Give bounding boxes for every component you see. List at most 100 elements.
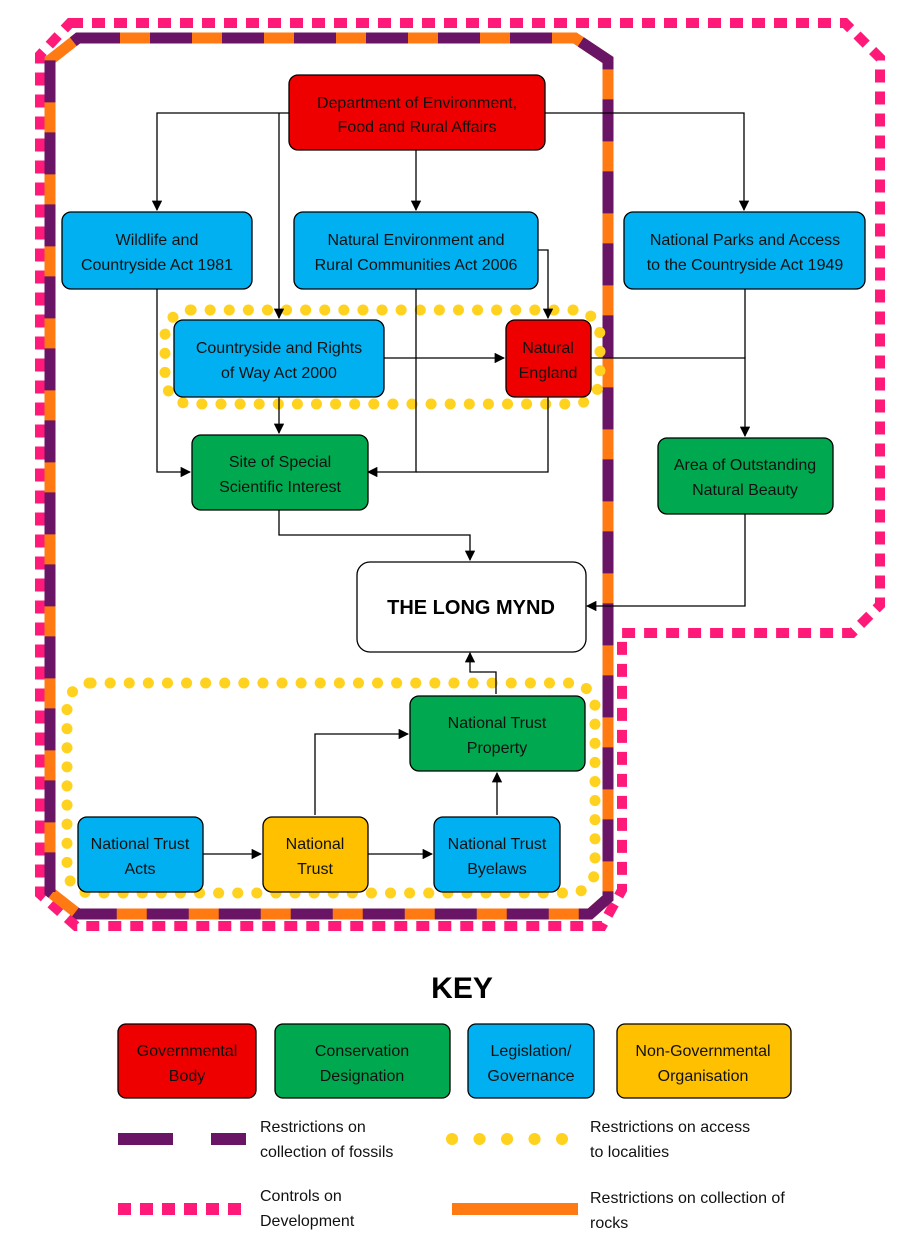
edge-ne-sssi	[416, 397, 549, 473]
key-box-conservation-swatch	[274, 1023, 451, 1099]
key-box-conservation-label-line-1: Conservation	[315, 1043, 409, 1060]
node-ne-box	[505, 319, 592, 398]
legend-development-label-line-2: Development	[260, 1213, 355, 1230]
edge-defra-wca	[151, 112, 289, 212]
node-crow: Countryside and Rights of Way Act 2000	[173, 319, 385, 398]
node-aonb-label-line-2: Natural Beauty	[692, 482, 798, 499]
edge-nt-ntp	[314, 728, 410, 815]
node-crow-label-line-1: Countryside and Rights	[196, 340, 362, 357]
edge-nerc-ne	[538, 249, 554, 320]
svg-text:Legislation/Governance: Legislation/Governance	[487, 1043, 574, 1085]
node-wca-box	[61, 211, 253, 290]
node-wca-label-line-2: Countryside Act 1981	[81, 257, 233, 274]
legend-fossils-label-line-2: collection of fossils	[260, 1144, 393, 1161]
edges	[151, 112, 751, 860]
edge-sssi-lm	[278, 510, 476, 562]
development-boundary	[35, 18, 885, 931]
node-ntb-label-line-1: National Trust	[448, 836, 547, 853]
key-box-legislation: Legislation/Governance	[467, 1023, 595, 1099]
key-box-legislation-label-line-1: Legislation/	[491, 1043, 573, 1060]
key-box-ngo-label-line-2: Organisation	[658, 1068, 749, 1085]
node-defra: Department of Environment, Food and Rural…	[288, 74, 546, 151]
node-npaca-box	[623, 211, 866, 290]
fossils-boundary	[44, 32, 614, 920]
node-crow-label-line-2: of Way Act 2000	[221, 365, 337, 382]
node-aonb-label-line-1: Area of Outstanding	[674, 457, 816, 474]
key-title: KEY	[431, 972, 493, 1005]
edge-ntp-lm	[464, 651, 497, 694]
node-defra-label-line-1: Department of Environment,	[317, 95, 517, 112]
node-npaca: National Parks and Access to the Countrys…	[623, 211, 866, 290]
node-ntp-box	[409, 695, 586, 772]
node-ntb-box	[433, 816, 561, 893]
edge-aonb-lm	[585, 514, 746, 612]
node-lm-label-line-1: THE LONG MYND	[387, 597, 555, 619]
node-npaca-label-line-1: National Parks and Access	[650, 232, 840, 249]
key-box-governmental-label-line-2: Body	[169, 1068, 205, 1085]
node-nerc-box	[293, 211, 539, 290]
key-box-governmental-label-line-1: Governmental	[137, 1043, 238, 1060]
legend-rocks-label-line-1: Restrictions on collection of	[590, 1190, 785, 1207]
key-box-legislation-swatch	[467, 1023, 595, 1099]
edge-defra-npaca	[545, 112, 750, 212]
node-lm-box	[356, 561, 587, 653]
svg-text:Department of Environment,Food: Department of Environment, Food and Rural…	[317, 95, 517, 136]
node-lm: THE LONG MYND	[356, 561, 587, 653]
node-ntp-label-line-1: National Trust	[448, 715, 547, 732]
node-nta-box	[77, 816, 204, 893]
legend-access-label-line-2: to localities	[590, 1144, 669, 1161]
node-sssi-label-line-2: Scientific Interest	[219, 479, 341, 496]
legend-rocks: Restrictions on collection of rocks	[452, 1190, 785, 1232]
node-sssi-label-line-1: Site of Special	[229, 454, 331, 471]
access-area-upper	[159, 304, 606, 410]
node-ne-label-line-2: England	[519, 365, 578, 382]
node-npaca-label-line-2: to the Countryside Act 1949	[647, 257, 844, 274]
key-box-legislation-label-line-2: Governance	[487, 1068, 574, 1085]
legend-fossils-label-line-1: Restrictions on	[260, 1119, 366, 1136]
svg-text:THE LONG MYND: THE LONG MYND	[387, 597, 555, 619]
node-defra-label-line-2: Food and Rural Affairs	[338, 119, 497, 136]
node-nt-label-line-2: Trust	[297, 861, 333, 878]
node-nt-label-line-1: National	[286, 836, 345, 853]
node-defra-box	[288, 74, 546, 151]
node-nerc-label-line-1: Natural Environment and	[328, 232, 505, 249]
node-ntb-label-line-2: Byelaws	[467, 861, 527, 878]
legend-access-label-line-1: Restrictions on access	[590, 1119, 750, 1136]
legend-rocks-label-line-2: rocks	[590, 1215, 628, 1232]
node-ne-label-line-1: Natural	[522, 340, 574, 357]
node-nt-box	[262, 816, 369, 893]
legend-fossils: Restrictions on collection of fossils	[118, 1119, 393, 1161]
node-aonb-box	[657, 437, 834, 515]
node-nta-label-line-2: Acts	[124, 861, 155, 878]
access-area-lower	[61, 677, 601, 899]
